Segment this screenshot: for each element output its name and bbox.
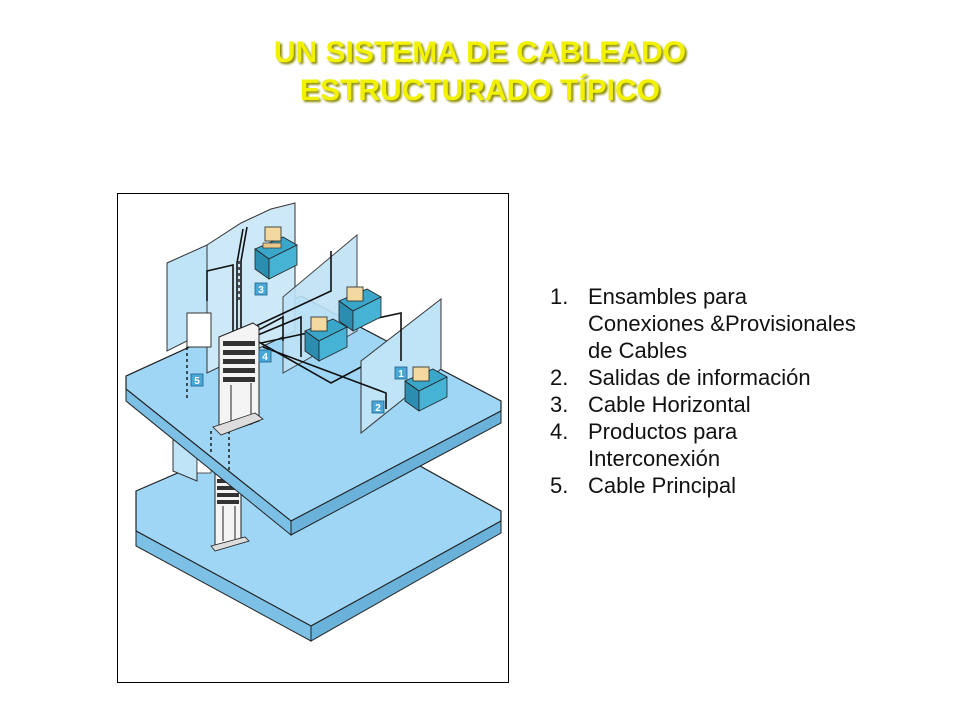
legend-list: 1. Ensambles para Conexiones &Provisiona… bbox=[550, 283, 950, 499]
legend-item-2-number: 2. bbox=[550, 365, 569, 390]
legend-item-2-text: Salidas de información bbox=[588, 365, 811, 390]
marker-4-label: 4 bbox=[262, 352, 268, 363]
marker-1-label: 1 bbox=[398, 369, 404, 380]
marker-2-label: 2 bbox=[375, 403, 381, 414]
legend-item-3: 3. Cable Horizontal bbox=[550, 391, 950, 418]
legend-item-5-number: 5. bbox=[550, 473, 569, 498]
legend-item-4-number: 4. bbox=[550, 419, 569, 444]
marker-1: 1 bbox=[394, 366, 408, 380]
slide-title-line-2: ESTRUCTURADO TÍPICO bbox=[300, 74, 660, 107]
legend-item-5-text: Cable Principal bbox=[588, 473, 736, 498]
legend-item-1-text: Ensambles para Conexiones &Provisionales… bbox=[588, 284, 856, 363]
legend-item-1-number: 1. bbox=[550, 284, 569, 309]
horizontal-cables bbox=[206, 226, 402, 409]
workstation-middle-a bbox=[338, 286, 382, 332]
workstation-right bbox=[404, 366, 448, 412]
legend-item-2: 2. Salidas de información bbox=[550, 364, 950, 391]
legend-item-3-text: Cable Horizontal bbox=[588, 392, 751, 417]
cabling-diagram: 3 4 5 1 2 bbox=[117, 193, 509, 683]
legend-item-1: 1. Ensambles para Conexiones &Provisiona… bbox=[550, 283, 950, 364]
upper-rack bbox=[212, 322, 264, 436]
workstation-middle-b bbox=[304, 316, 348, 362]
backbone-cable bbox=[186, 261, 240, 471]
slide-title-line-1: UN SISTEMA DE CABLEADO bbox=[273, 36, 687, 69]
building-illustration: 3 4 5 1 2 bbox=[125, 202, 502, 642]
marker-3-label: 3 bbox=[258, 285, 264, 296]
marker-5-label: 5 bbox=[194, 376, 200, 387]
marker-4: 4 bbox=[258, 349, 272, 363]
legend-item-4-text: Productos para Interconexión bbox=[588, 419, 738, 471]
marker-2: 2 bbox=[371, 400, 385, 414]
workstation-top bbox=[254, 226, 298, 280]
marker-5: 5 bbox=[190, 373, 204, 387]
legend-item-3-number: 3. bbox=[550, 392, 569, 417]
marker-3: 3 bbox=[254, 282, 268, 296]
slide-title: UN SISTEMA DE CABLEADO ESTRUCTURADO TÍPI… bbox=[0, 34, 960, 110]
legend-item-4: 4. Productos para Interconexión bbox=[550, 418, 950, 472]
legend-item-5: 5. Cable Principal bbox=[550, 472, 950, 499]
